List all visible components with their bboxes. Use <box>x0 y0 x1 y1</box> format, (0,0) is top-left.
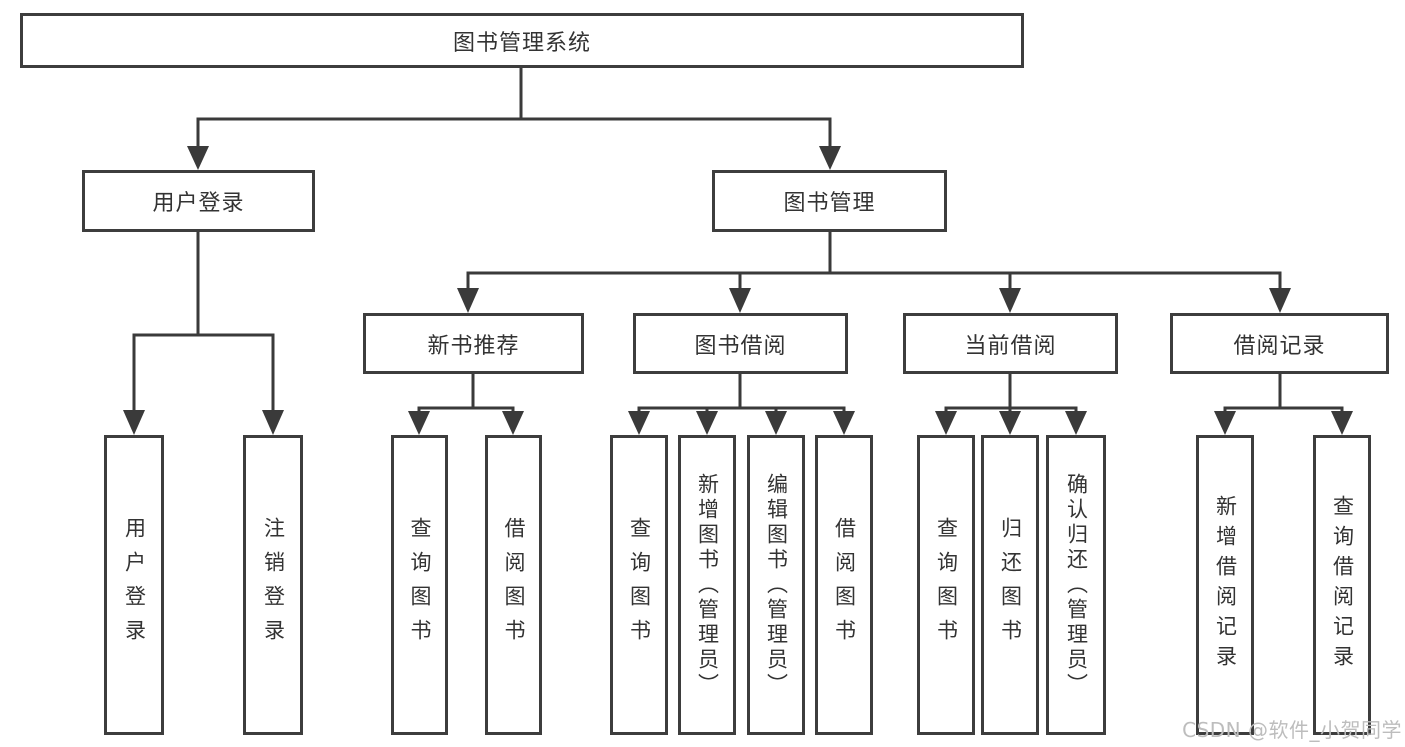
node-label: 新增借阅记录 <box>1213 495 1238 675</box>
node-borrowing-records: 借阅记录 <box>1170 313 1389 374</box>
connector-borrowing-records <box>1214 374 1353 435</box>
leaf-borrowing-edit-admin: 编辑图书（管理员） <box>747 435 805 735</box>
connector-book-management <box>457 232 1291 313</box>
node-label: 新增图书（管理员） <box>695 472 720 698</box>
leaf-new-books-borrow: 借阅图书 <box>485 435 542 735</box>
node-user-login-branch: 用户登录 <box>82 170 315 232</box>
node-label: 借阅图书 <box>832 517 857 653</box>
node-label: 编辑图书（管理员） <box>764 472 789 698</box>
leaf-current-confirm-return-admin: 确认归还（管理员） <box>1046 435 1106 735</box>
connector-new-books <box>408 374 524 435</box>
node-new-book-recommendation: 新书推荐 <box>363 313 584 374</box>
leaf-user-login: 用户登录 <box>104 435 164 735</box>
leaf-records-query: 查询借阅记录 <box>1313 435 1371 735</box>
csdn-watermark: CSDN @软件_小贺同学 <box>1182 718 1402 742</box>
node-label: 新书推荐 <box>427 333 520 359</box>
node-label: 查询图书 <box>934 517 959 653</box>
leaf-current-query: 查询图书 <box>917 435 975 735</box>
node-label: 图书管理系统 <box>452 30 591 56</box>
leaf-records-add: 新增借阅记录 <box>1196 435 1254 735</box>
connector-root-to-level2 <box>187 68 841 170</box>
leaf-new-books-query: 查询图书 <box>391 435 448 735</box>
node-label: 查询图书 <box>627 517 652 653</box>
leaf-current-return: 归还图书 <box>981 435 1039 735</box>
connector-book-borrowing <box>628 374 855 435</box>
node-label: 当前借阅 <box>964 333 1057 359</box>
node-label: 借阅记录 <box>1233 333 1326 359</box>
node-label: 归还图书 <box>998 517 1023 653</box>
node-label: 借阅图书 <box>502 517 526 653</box>
node-label: 图书借阅 <box>694 333 787 359</box>
leaf-borrowing-borrow: 借阅图书 <box>815 435 873 735</box>
leaf-borrowing-add-admin: 新增图书（管理员） <box>678 435 736 735</box>
node-current-borrowing: 当前借阅 <box>903 313 1118 374</box>
node-label: 注销登录 <box>261 517 286 653</box>
node-label: 用户登录 <box>122 517 147 653</box>
leaf-borrowing-query: 查询图书 <box>610 435 668 735</box>
connector-user-login <box>123 232 284 435</box>
node-label: 查询图书 <box>408 517 432 653</box>
node-label: 确认归还（管理员） <box>1064 472 1089 698</box>
node-book-management-branch: 图书管理 <box>712 170 947 232</box>
node-library-management-system: 图书管理系统 <box>20 13 1024 68</box>
leaf-logout: 注销登录 <box>243 435 303 735</box>
connector-current-borrowing <box>935 374 1087 435</box>
node-label: 图书管理 <box>783 191 876 216</box>
node-book-borrowing: 图书借阅 <box>633 313 848 374</box>
node-label: 查询借阅记录 <box>1330 495 1355 675</box>
node-label: 用户登录 <box>152 191 245 216</box>
